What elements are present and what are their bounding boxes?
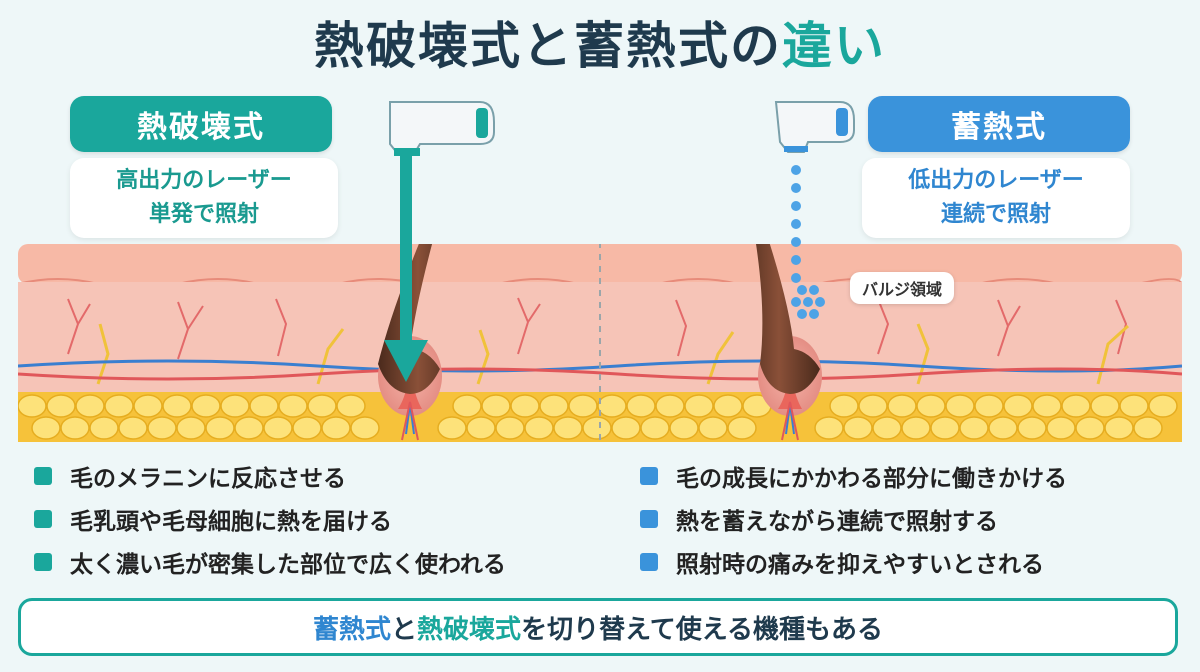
- list-item: 熱を蓄えながら連続で照射する: [640, 499, 1200, 539]
- right-laser-handpiece-icon: [774, 101, 855, 153]
- heat-storage-label: 蓄熱式: [868, 96, 1130, 152]
- bullet-square-icon: [34, 510, 52, 528]
- list-item: 毛の成長にかかわる部分に働きかける: [640, 456, 1200, 496]
- left-laser-handpiece-icon: [389, 101, 495, 156]
- bullet-square-icon: [640, 467, 658, 485]
- right-desc-line1: 低出力のレーザー: [908, 168, 1084, 193]
- title-accent: 違い: [782, 17, 886, 75]
- right-laser-dotted-beam: [791, 165, 801, 283]
- heat-destruction-features: 毛のメラニンに反応させる 毛乳頭や毛母細胞に熱を届ける 太く濃い毛が密集した部位…: [34, 456, 594, 585]
- bullet-square-icon: [34, 553, 52, 571]
- right-laser-illustration: [774, 101, 855, 283]
- right-hair-shaft: [755, 244, 820, 394]
- fat-cells: [18, 394, 1178, 440]
- footer-rest: を切り替えて使える機種もある: [521, 614, 883, 645]
- list-item: 毛乳頭や毛母細胞に熱を届ける: [34, 499, 594, 539]
- bulge-region-label: バルジ領域: [850, 272, 955, 304]
- blood-vessels: [67, 297, 1128, 360]
- left-desc-line2: 単発で照射: [148, 202, 259, 227]
- left-laser-illustration: [384, 101, 495, 382]
- artery-line: [18, 367, 1182, 381]
- footer-heat-storage: 蓄熱式: [313, 614, 392, 645]
- heat-storage-features: 毛の成長にかかわる部分に働きかける 熱を蓄えながら連続で照射する 照射時の痛みを…: [640, 456, 1200, 585]
- footer-note: 蓄熱式と熱破壊式を切り替えて使える機種もある: [18, 598, 1178, 656]
- bullet-square-icon: [640, 553, 658, 571]
- heat-destruction-description: 高出力のレーザー 単発で照射: [70, 158, 338, 238]
- list-item: 太く濃い毛が密集した部位で広く使われる: [34, 542, 594, 582]
- heat-destruction-label: 熱破壊式: [70, 96, 332, 152]
- title-main: 熱破壊式と蓄熱式の: [314, 17, 782, 75]
- list-item: 照射時の痛みを抑えやすいとされる: [640, 542, 1200, 582]
- right-desc-line2: 連続で照射: [940, 202, 1051, 227]
- heat-storage-description: 低出力のレーザー 連続で照射: [862, 158, 1130, 238]
- list-item: 毛のメラニンに反応させる: [34, 456, 594, 496]
- bulge-dots: [791, 285, 825, 319]
- footer-heat-destruction: 熱破壊式: [417, 614, 522, 645]
- footer-and: と: [391, 614, 418, 645]
- left-laser-beam-arrow: [384, 156, 428, 382]
- bullet-square-icon: [34, 467, 52, 485]
- skin-cross-section: [18, 244, 1182, 442]
- page-title: 熱破壊式と蓄熱式の違い: [0, 6, 1200, 78]
- bullet-square-icon: [640, 510, 658, 528]
- left-desc-line1: 高出力のレーザー: [116, 168, 292, 193]
